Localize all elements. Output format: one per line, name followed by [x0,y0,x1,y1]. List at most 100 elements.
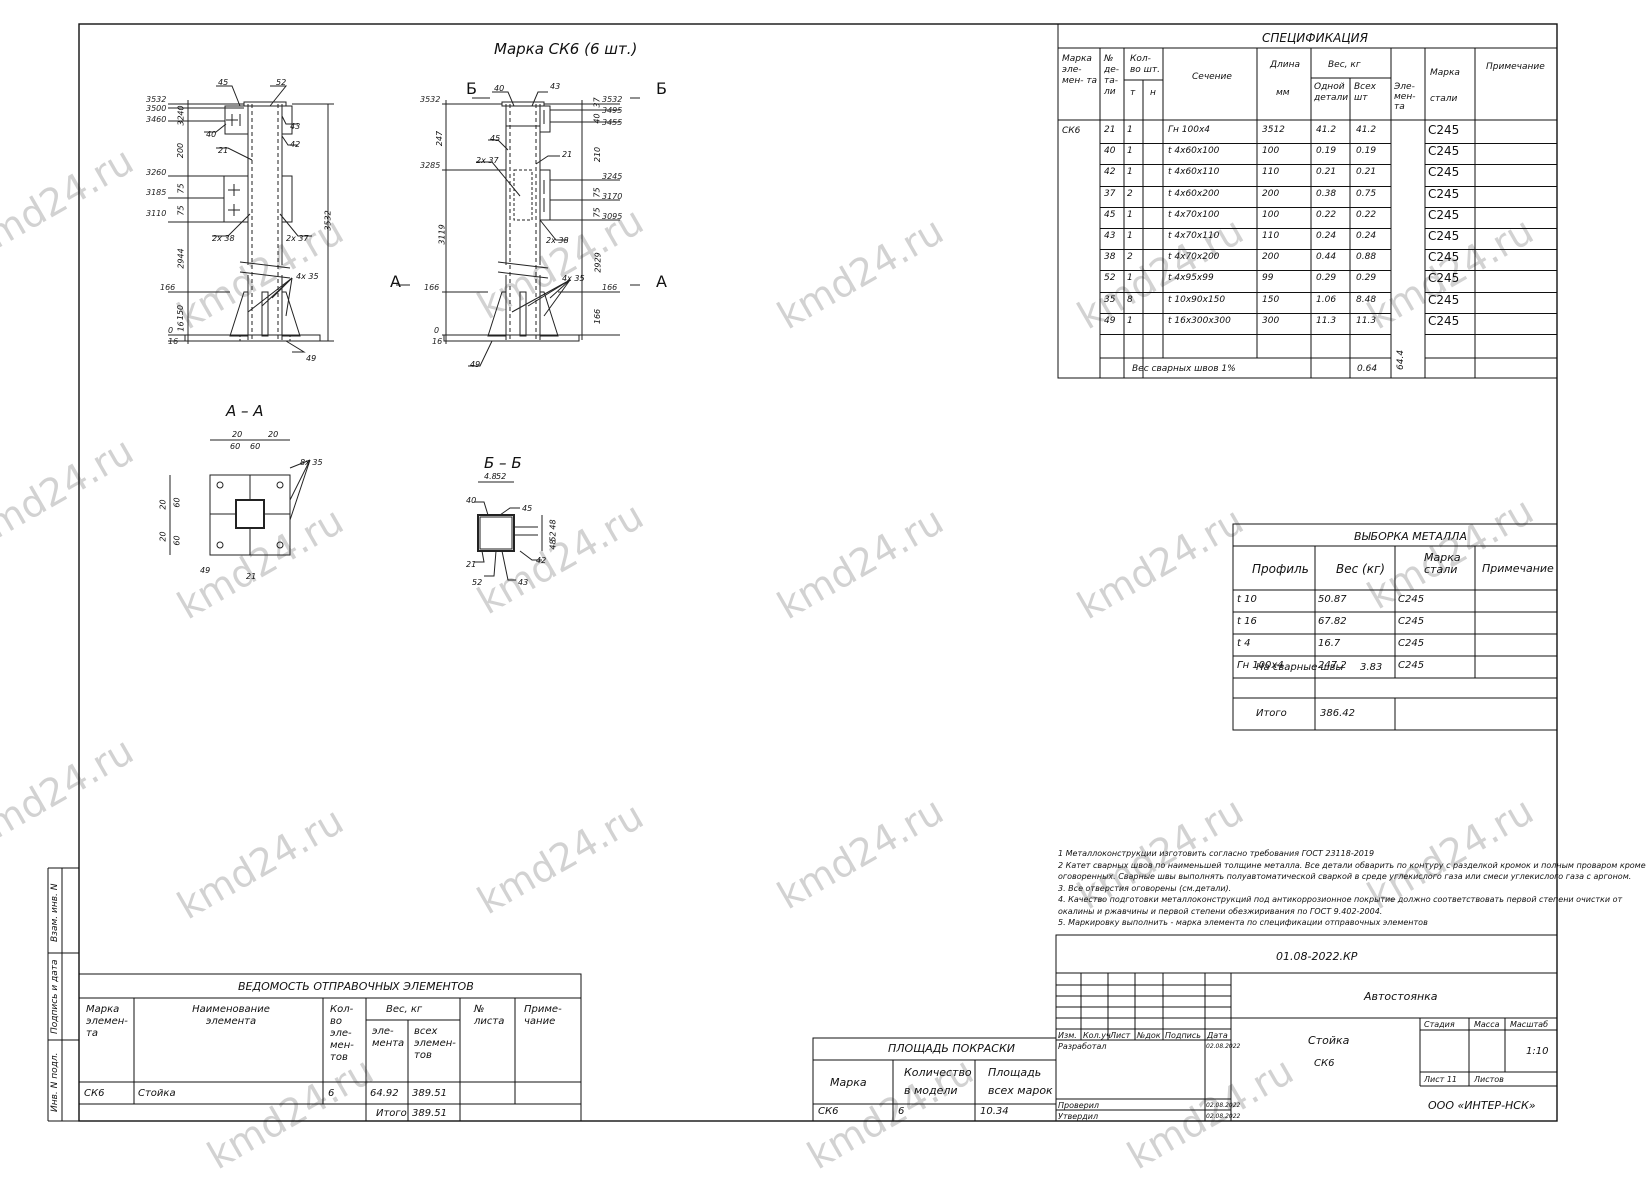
metal-cell-s: C245 [1398,660,1425,671]
spec-cell-all: 0.22 [1356,209,1377,220]
spec-row-divider [1100,270,1391,272]
spec-cell-one: 11.3 [1316,315,1337,326]
spec-cell-len: 200 [1262,252,1280,263]
spec-cell-len: 110 [1262,231,1280,241]
spec-cell-sec: t 4х70х100 [1168,209,1220,220]
metal-total-value: 386.42 [1320,708,1355,719]
spec-cell-steel: C245 [1428,271,1460,286]
spec-cell-steel: C245 [1428,250,1460,265]
section-bb-title: Б – Б [484,454,522,472]
svg-text:16: 16 [432,337,442,346]
spec-cell-all: 0.19 [1356,146,1377,157]
stamp-grid [1055,934,1558,1122]
spec-cell-steel: C245 [1428,123,1460,137]
spec-cell-one: 0.21 [1316,167,1337,178]
elevation-left-text: 3532 3500 3460 3260 3185 3110 166 0 16 [146,95,178,346]
svg-text:166: 166 [602,283,617,292]
metal-cell-p: t 16 [1237,616,1257,627]
spec-title: СПЕЦИФИКАЦИЯ [1262,31,1368,45]
spec-cell-q: 1 [1127,231,1133,241]
cut-b-right: Б [656,79,667,98]
spec-cell-no: 35 [1104,294,1116,305]
svg-text:3285: 3285 [420,161,440,170]
company-name: ООО «ИНТЕР-НСК» [1428,1099,1536,1112]
spec-cell-sec: Гн 100х4 [1168,125,1210,135]
cut-b-left: Б [466,79,477,98]
svg-text:3460: 3460 [146,115,166,124]
spec-row-divider [1100,312,1391,314]
spec-grid [1057,23,1558,379]
note-line: 5. Маркировку выполнить - марка элемента… [1058,918,1428,927]
spec-row-divider [1100,206,1391,208]
spec-cell-one: 0.22 [1316,209,1337,220]
elevation-right-text: 3532 3532 3495 3455 3285 3245 3170 3095 … [420,95,622,346]
spec-row-divider [1425,312,1557,314]
svg-text:166: 166 [424,283,439,292]
svg-text:0: 0 [434,326,439,335]
metal-weld-value: 3.83 [1360,662,1383,673]
spec-cell-sec: t 4х95х99 [1168,273,1214,284]
spec-cell-no: 43 [1104,231,1116,241]
spec-row-divider [1425,164,1557,166]
spec-cell-no: 38 [1104,252,1116,263]
elevation-right [396,91,640,367]
svg-text:3500: 3500 [146,104,166,113]
spec-cell-q: 1 [1127,167,1133,178]
spec-cell-one: 0.44 [1316,252,1337,263]
spec-cell-sec: t 4х60х110 [1168,167,1220,178]
svg-text:3532: 3532 [420,95,440,104]
svg-text:166: 166 [160,283,175,292]
spec-cell-all: 8.48 [1356,294,1377,305]
spec-cell-all: 11.3 [1356,315,1377,326]
note-line: 1 Металлоконструкции изготовить согласно… [1058,849,1375,858]
svg-text:3245: 3245 [602,172,622,181]
doc-code: 01.08-2022.КР [1276,950,1358,963]
metal-grid [1232,523,1558,731]
spec-cell-len: 300 [1262,315,1280,326]
drawing-sheet: 3532 3500 3460 3260 3185 3110 166 0 16 [47,23,1558,1122]
note-line: окалины и ржавчины и первой степени обез… [1058,906,1383,916]
metal-cell-w: 50.87 [1318,594,1347,605]
spec-cell-q: 2 [1127,188,1133,199]
spec-cell-no: 42 [1104,167,1116,178]
spec-row-divider [1425,249,1557,251]
section-aa-title: А – А [226,402,264,420]
spec-row-divider [1425,206,1557,208]
spec-row-divider [1425,228,1557,229]
spec-row-divider [1425,291,1557,293]
drawing-title: Марка СК6 (6 шт.) [494,40,638,58]
elevation-left [168,85,334,353]
spec-elem-total: 64.4 [1396,349,1406,370]
spec-cell-no: 52 [1104,273,1116,284]
side-inv-podl: Инв. N подл. [50,1052,60,1112]
spec-row-divider [1425,334,1557,335]
spec-cell-no: 49 [1104,315,1116,326]
spec-row-divider [1100,334,1391,335]
spec-cell-no: 21 [1104,125,1116,135]
metal-cell-s: C245 [1398,616,1425,627]
spec-row-divider [1100,228,1391,229]
spec-cell-q: 2 [1127,252,1133,263]
svg-text:3532: 3532 [602,95,622,104]
vedomost-total: 389.51 [412,1108,447,1119]
spec-row-divider [1100,143,1391,145]
spec-cell-one: 0.24 [1316,231,1337,241]
spec-row-divider [1100,164,1391,166]
spec-cell-steel: C245 [1428,165,1460,180]
spec-cell-sec: t 10х90х150 [1168,294,1226,305]
spec-cell-no: 37 [1104,188,1116,199]
spec-cell-q: 1 [1127,125,1133,135]
spec-cell-steel: C245 [1428,313,1460,328]
cut-a-left: А [390,272,401,291]
level-3532: 3532 [146,95,166,104]
spec-row-divider [1425,270,1557,272]
note-line: 3. Все отверстия оговорены (см.детали). [1058,883,1232,893]
spec-cell-len: 3512 [1262,125,1285,135]
spec-cell-q: 1 [1127,209,1133,220]
spec-row-divider [1425,143,1557,145]
svg-text:3110: 3110 [146,209,166,218]
spec-cell-len: 150 [1262,294,1280,305]
vedomost-title: ВЕДОМОСТЬ ОТПРАВОЧНЫХ ЭЛЕМЕНТОВ [238,980,474,993]
spec-weld-label: Вес сварных швов 1% [1132,364,1236,374]
metal-cell-w: 67.82 [1318,616,1347,627]
